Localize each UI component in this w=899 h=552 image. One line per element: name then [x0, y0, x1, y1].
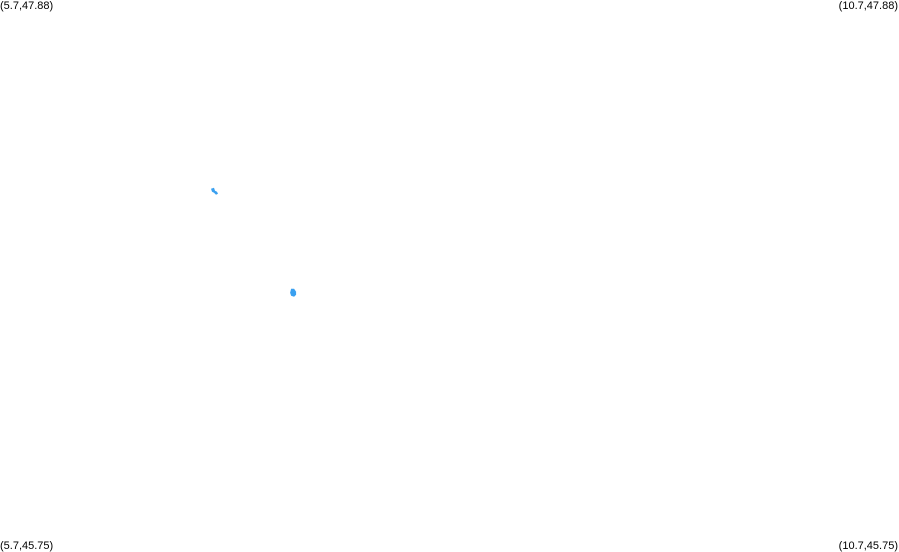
corner-label-bottom-right: (10.7,45.75) — [838, 540, 898, 552]
corner-label-top-right: (10.7,47.88) — [838, 0, 898, 12]
map-feature-1[interactable] — [211, 187, 218, 195]
corner-label-top-left: (5.7,47.88) — [0, 0, 54, 12]
map-feature-2[interactable] — [290, 288, 297, 297]
corner-label-bottom-left: (5.7,45.75) — [0, 540, 54, 552]
